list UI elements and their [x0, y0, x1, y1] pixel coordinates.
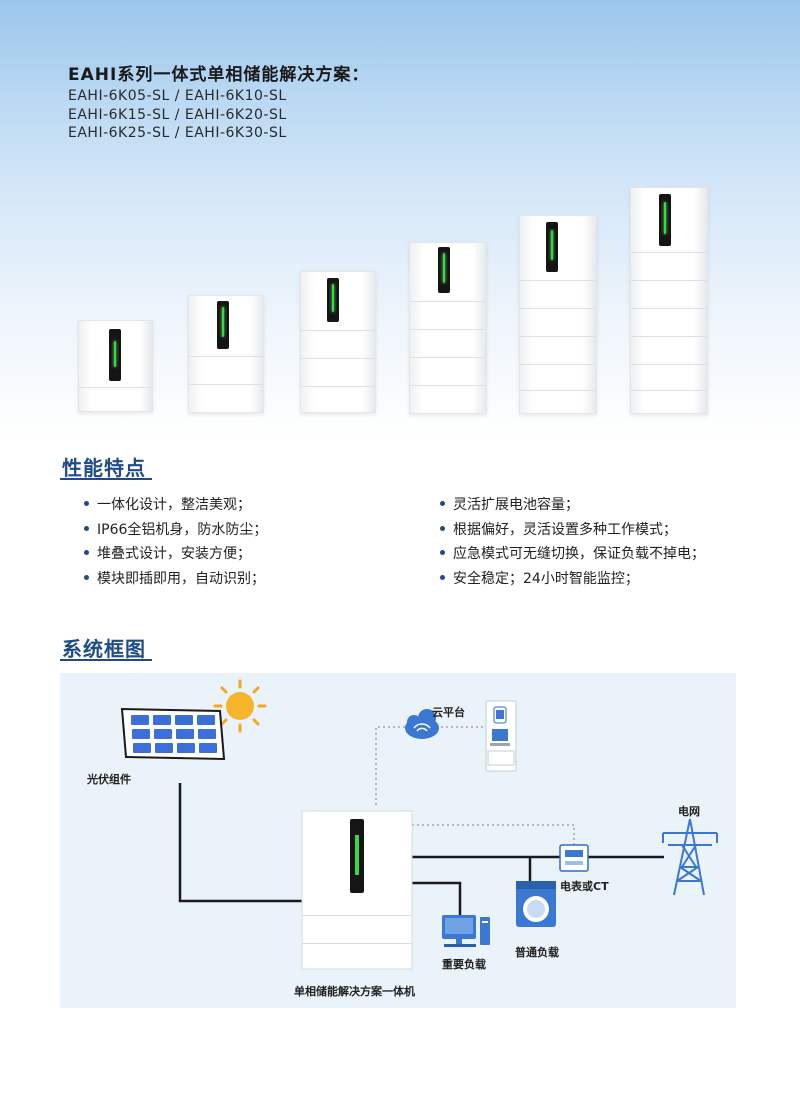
product-6k20	[409, 242, 487, 414]
model-line-3: EAHI-6K25-SL / EAHI-6K30-SL	[68, 125, 287, 141]
features-underline	[60, 478, 152, 480]
cloud-icon	[405, 709, 439, 739]
diagram-underline	[60, 659, 152, 661]
diagram-title: 系统框图	[62, 637, 146, 661]
page-title: EAHI系列一体式单相储能解决方案：	[68, 65, 370, 85]
critical-load-label: 重要负载	[442, 958, 486, 971]
feature-right-2: 根据偏好，灵活设置多种工作模式；	[440, 519, 677, 539]
sun-icon	[213, 679, 267, 733]
feature-left-2: IP66全铝机身，防水防尘；	[84, 519, 267, 539]
system-unit-icon	[301, 810, 413, 970]
product-6k05	[78, 320, 153, 412]
solar-panel-icon	[120, 707, 226, 761]
computer-icon	[442, 915, 490, 947]
feature-right-3: 应急模式可无缝切换，保证负载不掉电；	[440, 543, 705, 563]
model-line-1: EAHI-6K05-SL / EAHI-6K10-SL	[68, 88, 287, 104]
washing-machine-icon	[516, 881, 556, 927]
feature-left-1: 一体化设计，整洁美观；	[84, 494, 251, 514]
feature-left-4: 模块即插即用，自动识别；	[84, 568, 265, 588]
normal-load-label: 普通负载	[515, 946, 559, 959]
grid-label: 电网	[678, 805, 700, 818]
features-title: 性能特点	[62, 456, 146, 480]
header: EAHI系列一体式单相储能解决方案： EAHI-6K05-SL / EAHI-6…	[68, 63, 369, 143]
product-6k10	[188, 295, 264, 413]
system-label: 单相储能解决方案一体机	[294, 985, 415, 998]
meter-label: 电表或CT	[560, 880, 609, 893]
feature-right-4: 安全稳定；24小时智能监控；	[440, 568, 639, 588]
product-6k30	[630, 187, 708, 414]
feature-left-3: 堆叠式设计，安装方便；	[84, 543, 251, 563]
feature-right-1: 灵活扩展电池容量；	[440, 494, 579, 514]
pv-label: 光伏组件	[87, 773, 131, 786]
cloud-label: 云平台	[432, 706, 465, 719]
meter-icon	[559, 844, 589, 872]
diagram-svg	[120, 679, 718, 970]
system-diagram: 光伏组件 云平台 电网 电表或CT 普通负载 重要负载 单相储能解决方案一体机	[60, 673, 736, 1008]
product-6k15	[300, 271, 376, 413]
model-line-2: EAHI-6K15-SL / EAHI-6K20-SL	[68, 106, 287, 123]
devices-icon	[485, 700, 517, 772]
product-6k25	[519, 215, 597, 414]
power-tower-icon	[662, 818, 718, 896]
